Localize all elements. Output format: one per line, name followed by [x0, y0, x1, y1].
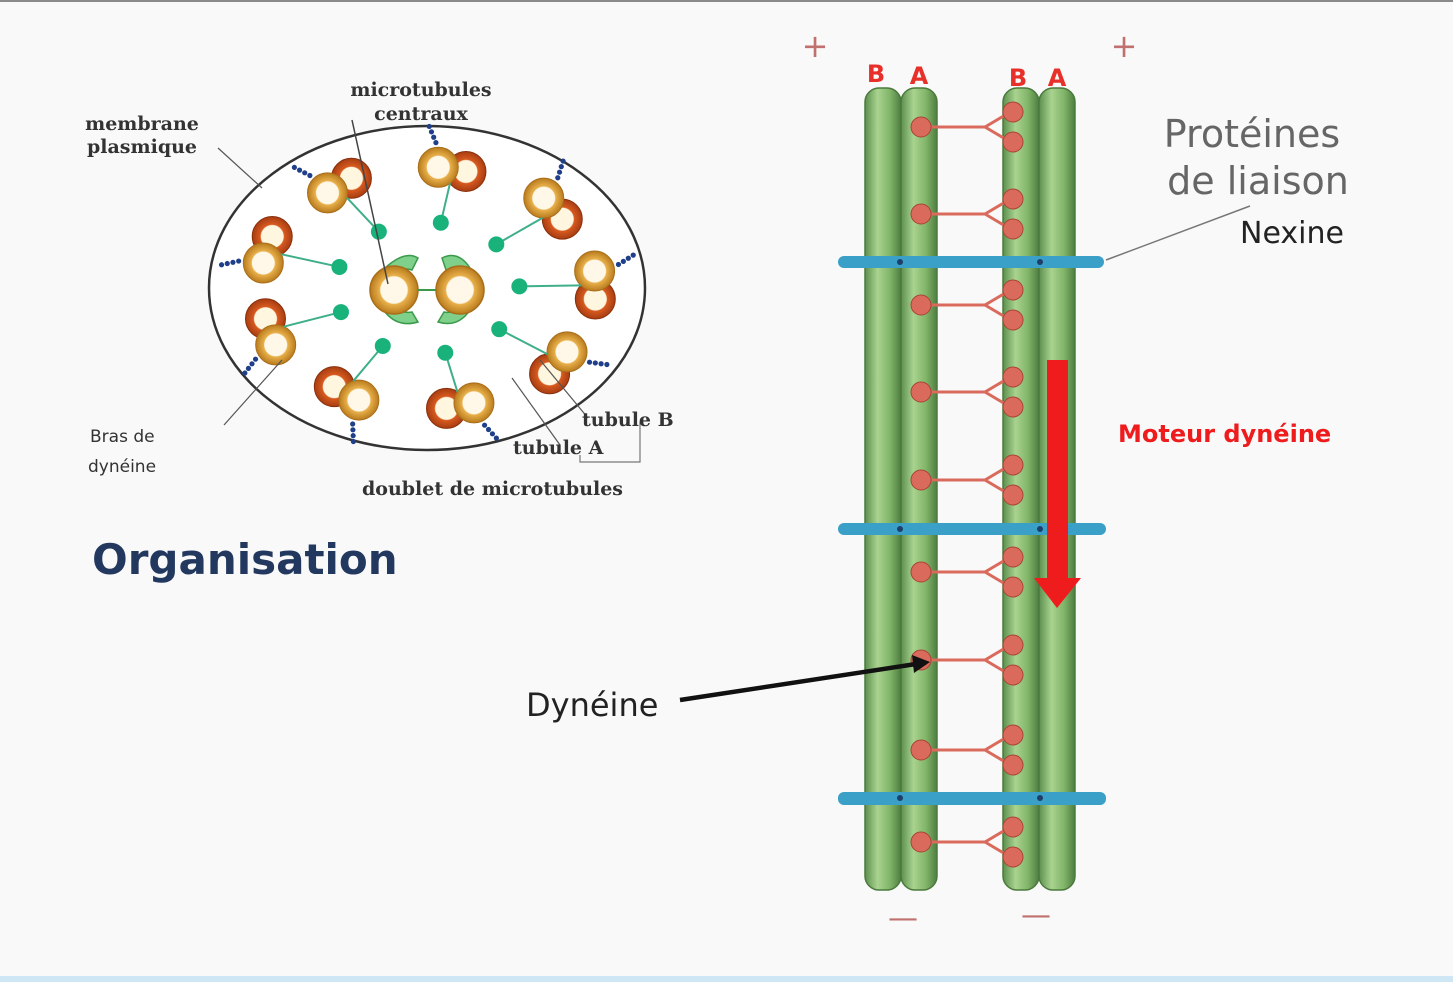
membrane-label: membrane	[85, 113, 199, 135]
dynein-arm	[910, 279, 1024, 331]
radial-spokes	[280, 182, 581, 393]
spoke-head	[331, 258, 348, 275]
nexin-bar	[838, 256, 1104, 268]
longitudinal-view: + + B A B A — — Protéines	[526, 27, 1349, 936]
dynein-motor-arrow	[1034, 360, 1081, 608]
dynein-label: Dynéine	[526, 686, 658, 724]
dynein-arm	[910, 101, 1024, 153]
microtubule-doublet	[291, 157, 372, 214]
dynein-arm-label: dynéine	[88, 457, 156, 477]
microtubule-doublet	[417, 123, 487, 192]
dynein-arm	[910, 546, 1024, 598]
central-microtubules-label: microtubules	[350, 79, 491, 101]
spoke-head	[488, 236, 505, 253]
microtubule-doublet	[313, 366, 380, 445]
nexin-label: Nexine	[1240, 216, 1344, 251]
microtubule-doublet	[523, 158, 583, 240]
motor-label: Moteur dynéine	[1118, 420, 1331, 448]
spoke-head	[332, 304, 349, 321]
central-microtubules-label: centraux	[374, 103, 468, 125]
microtubule-doublet	[218, 215, 293, 284]
dynein-arm	[910, 816, 1024, 868]
spoke-head	[374, 337, 391, 354]
dynein-arms	[910, 101, 1024, 868]
spoke-head	[511, 278, 528, 295]
microtubule-doublet	[242, 298, 297, 376]
proteins-label: Protéines	[1164, 112, 1340, 156]
radial-spoke	[498, 328, 548, 356]
central-microtubule	[369, 265, 419, 315]
letter-a-right: A	[1048, 64, 1067, 92]
proteins-label: de liaison	[1167, 159, 1349, 203]
dynein-arm	[910, 454, 1024, 506]
outer-doublets	[218, 123, 636, 445]
minus-sign-right: —	[1021, 898, 1051, 933]
minus-sign-left: —	[888, 901, 918, 936]
cross-section: membrane plasmique microtubules centraux…	[85, 79, 674, 500]
dynein-arm	[910, 366, 1024, 418]
spoke-head	[370, 223, 387, 240]
spoke-head	[491, 321, 508, 338]
dynein-arm	[910, 634, 1024, 686]
spoke-head	[432, 214, 449, 231]
spoke-head	[437, 344, 454, 361]
nexin-links	[838, 256, 1106, 805]
radial-spoke	[495, 217, 544, 246]
doublet-label: doublet de microtubules	[362, 478, 623, 500]
nexin-bar	[838, 523, 1106, 535]
letter-b-right: B	[1009, 64, 1027, 92]
tubule-b-label: tubule B	[582, 409, 674, 431]
page-title: Organisation	[92, 535, 398, 584]
letter-a-left: A	[910, 62, 929, 90]
plus-sign-right: +	[1111, 27, 1138, 65]
radial-spoke	[519, 284, 581, 288]
letter-b-left: B	[867, 60, 885, 88]
nexin-bar	[838, 792, 1106, 805]
membrane-label: plasmique	[87, 136, 197, 158]
dynein-arm	[910, 724, 1024, 776]
microtubule-doublet	[425, 382, 499, 441]
radial-spoke	[280, 253, 340, 268]
central-microtubule	[435, 265, 485, 315]
plus-sign-left: +	[802, 27, 829, 65]
central-pair	[369, 254, 485, 325]
tubule-b-left	[864, 87, 902, 891]
microtubule-doublet	[574, 250, 636, 320]
radial-spoke	[283, 311, 342, 328]
dynein-arm	[910, 188, 1024, 240]
tubule-a-label: tubule A	[513, 437, 604, 459]
dynein-arm-label: Bras de	[90, 427, 155, 447]
